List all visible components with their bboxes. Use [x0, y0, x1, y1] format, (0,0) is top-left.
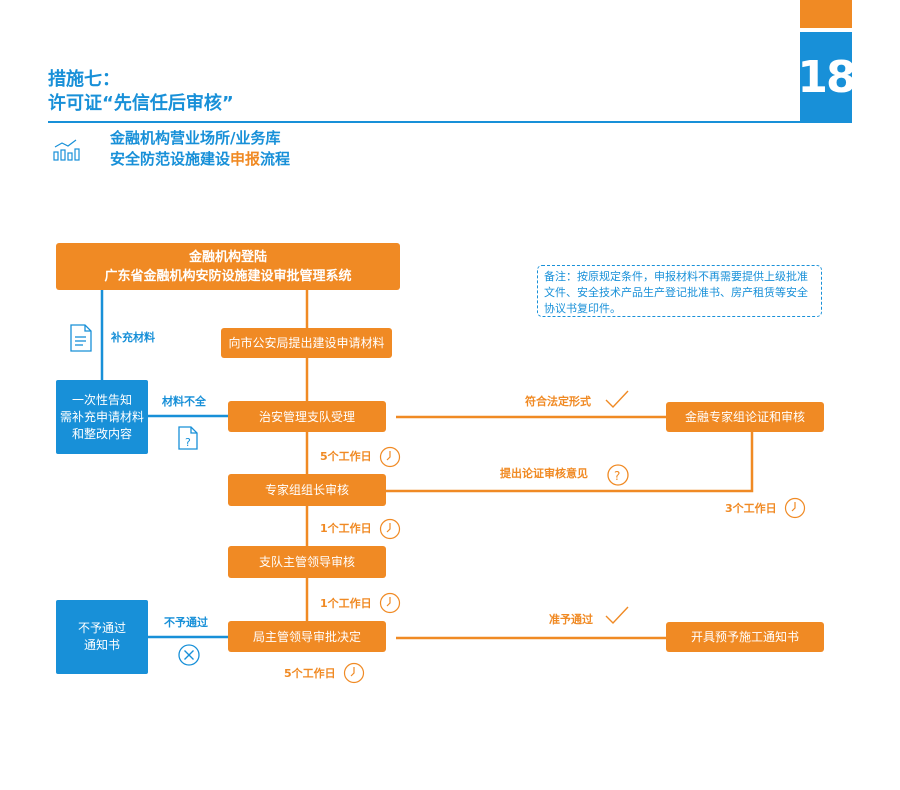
- clock-icon: [379, 446, 401, 468]
- remark-note: 备注：按原规定条件，申报材料不再需要提供上级批准文件、安全技术产品生产登记批准书…: [537, 265, 822, 317]
- header-divider: [48, 121, 800, 123]
- subtitle-line1: 金融机构营业场所/业务库: [110, 129, 281, 147]
- page-number: 18: [797, 32, 857, 123]
- opinion-label: 提出论证审核意见: [500, 467, 588, 480]
- reject-line2: 通知书: [83, 638, 120, 652]
- rejection-notice-box: 不予通过 通知书: [56, 600, 148, 674]
- clock-icon: [784, 497, 806, 519]
- incomplete-label: 材料不全: [162, 395, 206, 408]
- notify-line1: 一次性告知: [71, 392, 132, 407]
- legal-form-label: 符合法定形式: [525, 395, 591, 408]
- days-label-decision: 5个工作日: [284, 667, 336, 680]
- title-line1: 措施七：: [48, 69, 120, 90]
- subtitle-line2: 安全防范设施建设申报流程: [110, 149, 290, 170]
- step-expert-leader-review: 专家组组长审核: [228, 474, 386, 506]
- subtitle-line2-part2: 流程: [260, 150, 291, 168]
- system-login-box: 金融机构登陆 广东省金融机构安防设施建设审批管理系统: [56, 243, 400, 290]
- notify-line3: 和整改内容: [71, 426, 132, 441]
- step-acceptance: 治安管理支队受理: [228, 401, 386, 432]
- chart-icon: [53, 139, 80, 161]
- svg-text:?: ?: [614, 469, 620, 483]
- expert-review-box: 金融专家组论证和审核: [666, 402, 824, 432]
- days-label-expert: 3个工作日: [725, 502, 777, 515]
- title-line2: 许可证“先信任后审核”: [48, 93, 234, 114]
- top-box-line2: 广东省金融机构安防设施建设审批管理系统: [104, 268, 352, 284]
- close-icon: [178, 644, 200, 666]
- clock-icon: [379, 518, 401, 540]
- days-label-step5: 1个工作日: [320, 597, 372, 610]
- step-submit-application: 向市公安局提出建设申请材料: [221, 328, 392, 358]
- question-icon: ?: [607, 464, 629, 486]
- days-label-step3: 5个工作日: [320, 450, 372, 463]
- document-icon: [70, 324, 92, 352]
- check-icon: [605, 606, 629, 625]
- subtitle-line2-part1: 安全防范设施建设: [110, 150, 231, 168]
- notify-line2: 需补充申请材料: [59, 409, 144, 424]
- reject-line1: 不予通过: [77, 621, 126, 635]
- reject-label: 不予通过: [164, 616, 208, 629]
- check-icon: [605, 390, 629, 409]
- step-bureau-decision: 局主管领导审批决定: [228, 621, 386, 652]
- page-title: 措施七： 许可证“先信任后审核”: [48, 68, 234, 116]
- svg-text:?: ?: [185, 436, 191, 449]
- subtitle-highlight: 申报: [230, 150, 261, 168]
- question-document-icon: ?: [178, 426, 198, 450]
- clock-icon: [343, 662, 365, 684]
- clock-icon: [379, 592, 401, 614]
- approve-label: 准予通过: [549, 613, 593, 626]
- supplement-label: 补充材料: [111, 331, 155, 344]
- section-subtitle: 金融机构营业场所/业务库 安全防范设施建设申报流程: [110, 128, 290, 170]
- page-tab-accent: [800, 0, 852, 28]
- days-label-step4: 1个工作日: [320, 522, 372, 535]
- supplement-notice-box: 一次性告知 需补充申请材料 和整改内容: [56, 380, 148, 454]
- permit-notice-box: 开具预予施工通知书: [666, 622, 824, 652]
- step-detachment-review: 支队主管领导审核: [228, 546, 386, 578]
- top-box-line1: 金融机构登陆: [188, 249, 267, 265]
